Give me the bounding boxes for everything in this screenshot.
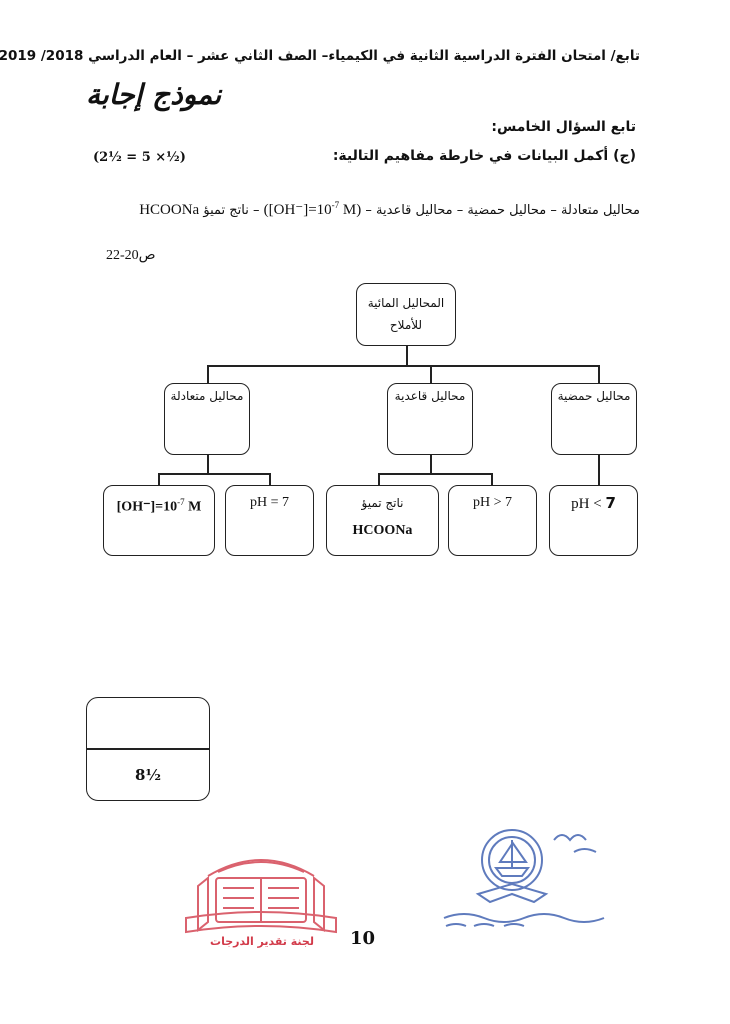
- question-part: (ج) أكمل البيانات في خارطة مفاهيم التالي…: [332, 148, 636, 164]
- root-line2: للأملاح: [389, 318, 423, 332]
- leaf-basic-salt: ناتج تميؤ HCOONa: [326, 485, 439, 556]
- connector: [269, 473, 271, 485]
- grading-committee-stamp-text: لجنة تقدير الدرجات: [210, 935, 314, 948]
- leaf-neutral-ph: pH = 7: [225, 485, 314, 556]
- question-title: تابع السؤال الخامس:: [491, 119, 636, 135]
- connector: [158, 473, 160, 485]
- branch-acidic-label: محاليل حمضية: [557, 389, 631, 403]
- connector: [598, 365, 600, 383]
- branch-basic: محاليل قاعدية: [387, 383, 473, 455]
- connector: [207, 365, 599, 367]
- connector: [406, 345, 408, 366]
- word-bank: محاليل متعادلة – محاليل حمضية – محاليل ق…: [139, 200, 640, 219]
- word-bank-salt-formula: HCOONa: [139, 202, 200, 218]
- branch-neutral-label: محاليل متعادلة: [170, 389, 244, 403]
- exam-header: تابع/ امتحان الفترة الدراسية الثانية في …: [0, 48, 640, 64]
- word-bank-oh-term: ([OH⁻]=10-7 M): [263, 200, 362, 218]
- root-line1: المحاليل المائية: [367, 296, 445, 310]
- leaf-neutral-oh-text: [OH⁻]=10-7 M: [116, 497, 202, 515]
- branch-acidic: محاليل حمضية: [551, 383, 637, 455]
- leaf-basic-ph-text: pH > 7: [472, 495, 512, 510]
- word-bank-salt-label: ناتج تميؤ: [203, 203, 249, 218]
- leaf-basic-ph: pH > 7: [448, 485, 537, 556]
- score-divider: [87, 748, 209, 750]
- connector: [207, 455, 209, 474]
- connector: [430, 365, 432, 383]
- word-bank-arabic-items: محاليل متعادلة – محاليل حمضية – محاليل ق…: [365, 203, 640, 218]
- grading-committee-stamp-icon: [185, 859, 337, 934]
- page-reference: ص20-22: [106, 248, 156, 263]
- root-node: المحاليل المائية للأملاح: [356, 283, 456, 346]
- answer-model-title: نموذج إجابة: [86, 78, 222, 111]
- leaf-acidic-ph: pH < 7: [549, 485, 638, 556]
- question-score: (2½ = 5 ×½): [93, 150, 186, 165]
- connector: [378, 473, 380, 485]
- connector: [598, 455, 600, 485]
- score-box: 8½: [86, 697, 210, 801]
- score-total: 8½: [134, 766, 162, 784]
- word-bank-dash: –: [253, 203, 260, 218]
- connector: [378, 473, 492, 475]
- leaf-acidic-ph-text: pH < 7: [571, 494, 616, 512]
- branch-neutral: محاليل متعادلة: [164, 383, 250, 455]
- ministry-seal-icon: [443, 829, 605, 927]
- leaf-neutral-oh: [OH⁻]=10-7 M: [103, 485, 215, 556]
- connector: [430, 455, 432, 474]
- connector: [207, 365, 209, 383]
- connector: [158, 473, 270, 475]
- page-number: 10: [350, 928, 376, 949]
- leaf-basic-salt-label: ناتج تميؤ: [361, 496, 404, 510]
- branch-basic-label: محاليل قاعدية: [394, 389, 466, 403]
- leaf-basic-salt-formula: HCOONa: [352, 523, 413, 538]
- leaf-neutral-ph-text: pH = 7: [249, 495, 289, 510]
- connector: [491, 473, 493, 485]
